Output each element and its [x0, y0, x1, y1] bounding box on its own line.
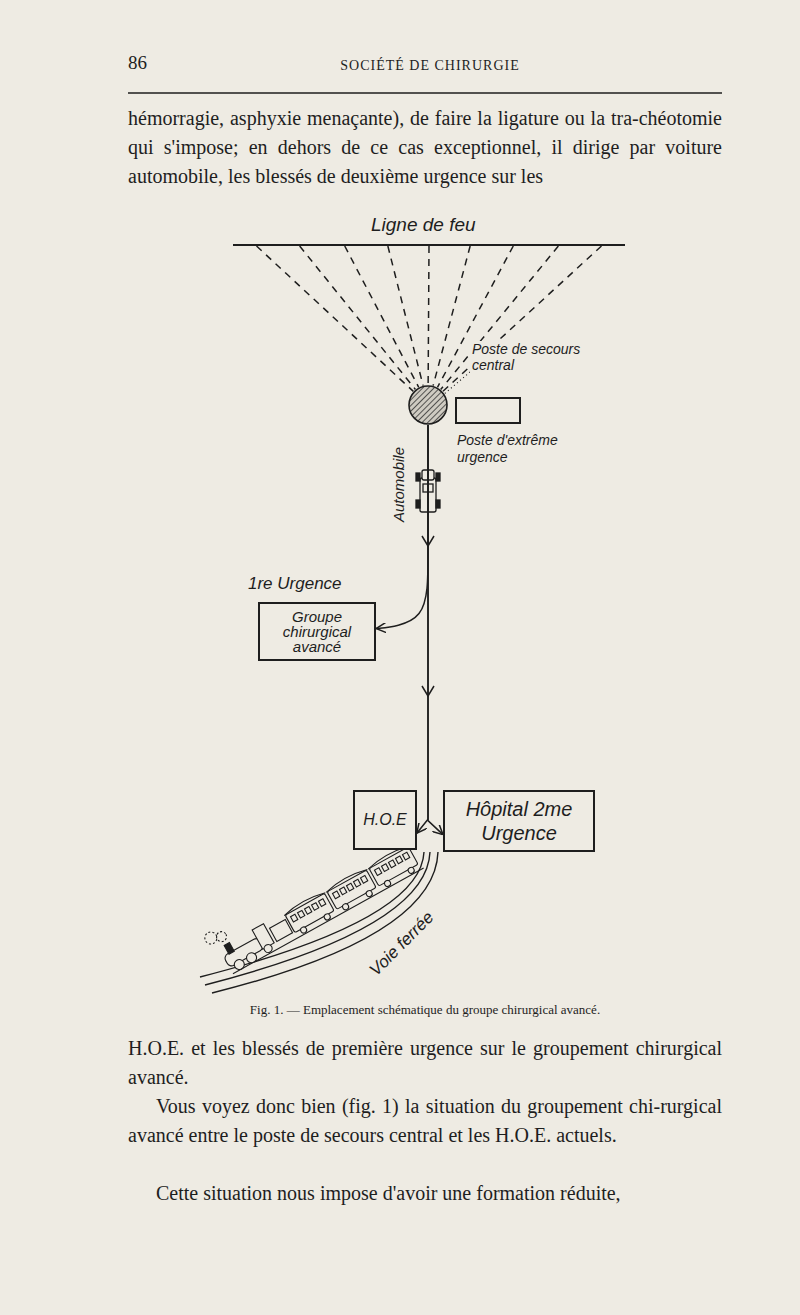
node-label: Ligne de feu — [369, 214, 478, 236]
carriage-window — [374, 868, 381, 876]
circle-outline — [408, 385, 448, 425]
page-number: 86 — [128, 52, 188, 74]
figure-caption: Fig. 1. — Emplacement schématique du gro… — [128, 1002, 722, 1018]
evacuation-arrow — [428, 425, 443, 835]
aid-post-circle: Poste de secours central — [408, 385, 448, 425]
carriage-window — [298, 910, 305, 918]
carriage-window — [305, 907, 312, 915]
leader-line — [443, 372, 470, 395]
fire-line-band: Ligne de feu — [233, 214, 625, 246]
body-paragraph: Cette situation nous impose d'avoir une … — [128, 1179, 722, 1208]
node-label: Groupe chirurgical avancé — [266, 609, 368, 654]
evacuation-arrow — [376, 425, 428, 629]
carriage-window — [402, 852, 409, 860]
chimney — [224, 943, 234, 955]
car-wheel — [416, 473, 420, 481]
evacuation-arrow — [417, 425, 428, 833]
carriage — [327, 870, 376, 909]
surgical-group-box: 1re UrgenceGroupe chirurgical avancé — [258, 602, 376, 661]
carriages — [283, 844, 422, 938]
sight-lines — [257, 246, 602, 391]
emergency-post-box: Poste d'extrême urgence — [455, 397, 521, 424]
car-wheel — [436, 500, 440, 508]
carriage-window — [388, 860, 395, 868]
carriage-roof — [283, 890, 326, 915]
node-label: H.O.E — [361, 811, 409, 829]
aid-post-symbol — [409, 386, 447, 424]
carriage-window — [291, 914, 298, 922]
node-label: Hôpital 2me Urgence — [452, 797, 586, 845]
carriage-window — [346, 883, 353, 891]
carriage-window — [340, 887, 347, 895]
carriage-window — [360, 875, 367, 883]
body-paragraph: H.O.E. et les blessés de première urgenc… — [128, 1034, 722, 1092]
carriage-window — [353, 879, 360, 887]
body-paragraph: Vous voyez donc bien (fig. 1) la situati… — [128, 1092, 722, 1150]
running-head: SOCIÉTÉ DE CHIRURGIE — [250, 58, 610, 74]
wheel — [232, 958, 246, 972]
node-label: Poste de secours central — [470, 341, 600, 373]
carriage — [285, 893, 334, 932]
railway-label: Voie ferrée — [362, 904, 441, 983]
carriage-roof — [325, 867, 368, 892]
edge-label: Automobile — [390, 444, 407, 526]
node-label: Poste d'extrême urgence — [455, 432, 575, 466]
carriage-window — [395, 856, 402, 864]
carriage-window — [312, 903, 319, 911]
car-wheel — [416, 500, 420, 508]
car-wheel — [436, 473, 440, 481]
carriage — [369, 847, 418, 886]
carriage-window — [381, 864, 388, 872]
hospital-box: Hôpital 2me Urgence — [443, 790, 595, 852]
carriage-window — [319, 899, 326, 907]
node-heading: 1re Urgence — [246, 574, 344, 594]
smoke — [203, 930, 219, 946]
header-rule — [128, 92, 722, 94]
rail — [212, 852, 438, 993]
wheel — [245, 951, 259, 965]
body-paragraph: hémorragie, asphyxie menaçante), de fair… — [128, 104, 722, 191]
carriage-window — [333, 891, 340, 899]
hoe-box: H.O.E — [353, 790, 417, 850]
